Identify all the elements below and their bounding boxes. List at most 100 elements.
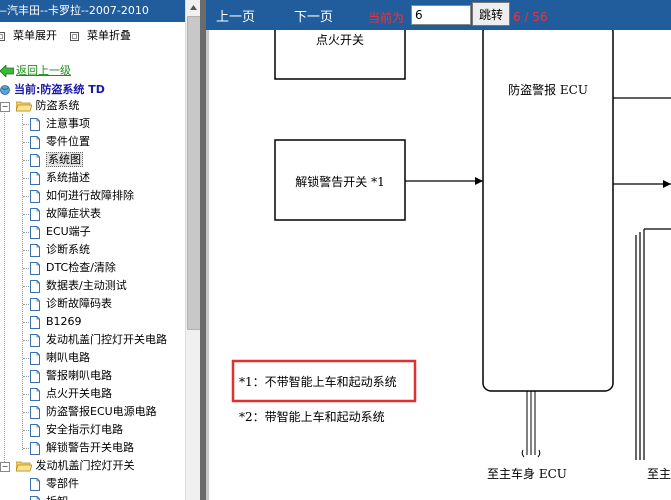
tree-item-label: 如何进行故障排除 [46, 189, 134, 202]
tree-item-label: 拆卸 [46, 495, 68, 500]
tree-item[interactable]: 发动机盖门控灯开关电路 [30, 331, 167, 349]
prev-page-button[interactable]: 上一页 [216, 10, 256, 25]
scroll-up-arrow-icon [190, 5, 197, 10]
tree-item-label: 警报喇叭电路 [46, 369, 112, 382]
document-icon [30, 333, 40, 347]
tree-item[interactable]: 注意事项 [30, 115, 90, 133]
page-number-input[interactable] [411, 5, 471, 25]
document-icon [30, 405, 40, 419]
tree-guide-line [23, 196, 29, 197]
document-icon [30, 315, 40, 329]
current-location: 当前:防盗系统 TD [0, 81, 105, 97]
document-icon [30, 279, 40, 293]
tree-item[interactable]: DTC检查/清除 [30, 259, 116, 277]
tree-item-label: 发动机盖门控灯开关电路 [46, 333, 167, 346]
tree-item[interactable]: 警报喇叭电路 [30, 367, 112, 385]
document-icon [30, 423, 40, 437]
tree-item-label: 故障症状表 [46, 207, 101, 220]
tree-guide-line [23, 376, 29, 377]
back-link-label[interactable]: 返回上一级 [16, 64, 71, 77]
system-diagram: 点火开关 防盗警报 ECU 解锁警告开关 *1 至主车身 ECU 至主 *1：不… [231, 30, 671, 481]
tree-item[interactable]: 如何进行故障排除 [30, 187, 134, 205]
tree-folder-anti-theft[interactable]: − 防盗系统 [0, 97, 80, 115]
tree-guide-line [23, 430, 29, 431]
document-icon [30, 477, 40, 491]
folder-label: 发动机盖门控灯开关 [35, 459, 135, 472]
tree-item[interactable]: 零件位置 [30, 133, 90, 151]
tree-item-label: 数据表/主动测试 [46, 279, 127, 292]
ecu-box [482, 30, 614, 392]
tree-item-label: 喇叭电路 [46, 351, 90, 364]
expand-icon [0, 31, 5, 41]
tree-item[interactable]: B1269 [30, 313, 82, 331]
scroll-thumb[interactable] [187, 16, 201, 330]
tree-item-label: 系统图 [46, 152, 83, 167]
tree-guide-line [23, 286, 29, 287]
tree-item-label: 注意事项 [46, 117, 90, 130]
tree-item[interactable]: 点火开关电路 [30, 385, 112, 403]
navigation-pane: —汽丰田--卡罗拉--2007-2010 菜单展开 菜单折叠 返回上一级 当前:… [0, 0, 185, 500]
tree-item[interactable]: 解锁警告开关电路 [30, 439, 134, 457]
folder-open-icon [15, 101, 32, 112]
note-1: *1：不带智能上车和起动系统 [239, 374, 397, 389]
collapse-icon [70, 31, 79, 41]
next-page-button[interactable]: 下一页 [294, 10, 334, 25]
tree-guide-line [23, 322, 29, 323]
pane-divider[interactable] [200, 0, 206, 500]
to-body-ecu-label: 至主车身 ECU [487, 466, 567, 481]
ignition-switch-box [274, 30, 406, 80]
document-icon [30, 441, 40, 455]
collapse-toggle-icon[interactable]: − [0, 102, 10, 112]
tree-item[interactable]: 拆卸 [30, 493, 68, 500]
tree-item-label: 解锁警告开关电路 [46, 441, 134, 454]
nav-scrollbar[interactable] [185, 0, 201, 500]
tree-item[interactable]: 数据表/主动测试 [30, 277, 127, 295]
tree-item[interactable]: ECU端子 [30, 223, 91, 241]
folder-label: 防盗系统 [35, 99, 80, 112]
current-location-label: 当前:防盗系统 TD [14, 83, 105, 96]
document-icon [30, 189, 40, 203]
tree-item-label: 系统描述 [46, 171, 90, 184]
tree-guide-line [23, 358, 29, 359]
document-icon [30, 351, 40, 365]
menu-collapse-button[interactable]: 菜单折叠 [70, 27, 131, 43]
window-title-bar: —汽丰田--卡罗拉--2007-2010 [0, 0, 185, 22]
go-button[interactable]: 跳转 [472, 2, 510, 26]
tree-item[interactable]: 喇叭电路 [30, 349, 90, 367]
document-icon [30, 297, 40, 311]
page-toolbar: 上一页 下一页 当前为 跳转 6 / 56 [206, 0, 671, 30]
tree-guide-line [23, 448, 29, 449]
menu-expand-button[interactable]: 菜单展开 [0, 27, 57, 43]
unlock-switch-label: 解锁警告开关 *1 [295, 174, 384, 189]
document-icon [30, 495, 40, 500]
tree-item[interactable]: 诊断系统 [30, 241, 90, 259]
tree-guide-line [23, 160, 29, 161]
folder-open-icon [15, 461, 32, 472]
tree-item-label: 安全指示灯电路 [46, 423, 123, 436]
tree-item[interactable]: 诊断故障码表 [30, 295, 112, 313]
tree-guide-line [23, 142, 29, 143]
tree-item[interactable]: 系统图 [30, 151, 83, 169]
note-2: *2：带智能上车和起动系统 [239, 409, 385, 424]
document-icon [30, 387, 40, 401]
tree-folder-hood-courtesy-switch[interactable]: − 发动机盖门控灯开关 [0, 457, 135, 475]
tree-item[interactable]: 安全指示灯电路 [30, 421, 123, 439]
tree-guide-line [23, 304, 29, 305]
tree-guide-line [23, 124, 29, 125]
tree-item[interactable]: 零部件 [30, 475, 79, 493]
tree-item-label: 诊断故障码表 [46, 297, 112, 310]
scroll-up-button[interactable] [186, 0, 201, 15]
collapse-toggle-icon[interactable]: − [0, 462, 10, 472]
diagram-view: 点火开关 防盗警报 ECU 解锁警告开关 *1 至主车身 ECU 至主 *1：不… [206, 30, 671, 500]
highlight-box [231, 359, 417, 403]
tree-item-label: 零件位置 [46, 135, 90, 148]
tree-item[interactable]: 防盗警报ECU电源电路 [30, 403, 157, 421]
tree-item-label: 零部件 [46, 477, 79, 490]
tree-item[interactable]: 系统描述 [30, 169, 90, 187]
tree-guide-line [23, 394, 29, 395]
tree-item[interactable]: 故障症状表 [30, 205, 101, 223]
back-link[interactable]: 返回上一级 [0, 62, 71, 78]
tree-guide-line [23, 250, 29, 251]
partial-component [635, 228, 671, 460]
tree-guide-line [23, 340, 29, 341]
